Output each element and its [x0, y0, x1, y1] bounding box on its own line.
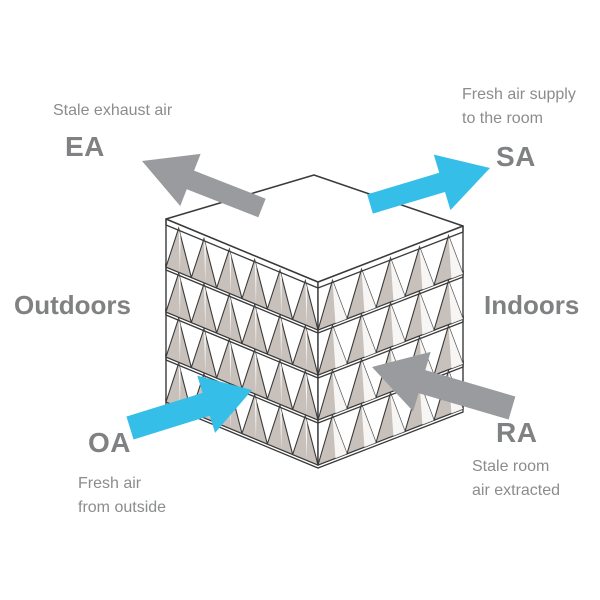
corrugation-highlight [305, 280, 308, 326]
oa-label: OA [88, 427, 131, 458]
corrugation-highlight [178, 318, 181, 363]
sa-arrow [367, 154, 490, 214]
corrugation-triangle [241, 257, 269, 310]
corrugation-highlight [419, 291, 434, 335]
corrugation-highlight [229, 249, 232, 294]
corrugation-triangle [291, 278, 319, 331]
corrugation-triangle [266, 358, 294, 411]
oa-description-line-1: Fresh air [78, 475, 142, 492]
corrugation-triangle [291, 368, 319, 421]
corrugation-triangle [241, 347, 269, 400]
indoors-label: Indoors [484, 290, 580, 320]
corrugation-highlight [178, 228, 181, 273]
corrugation-triangle [215, 337, 243, 390]
corrugation-triangle [190, 326, 218, 379]
corrugation-highlight [390, 303, 405, 346]
ra-arrow [372, 351, 516, 420]
corrugation-highlight [390, 258, 405, 301]
plate-stack [165, 174, 464, 469]
corrugation-triangle [241, 392, 269, 445]
corrugation-highlight [419, 246, 434, 290]
corrugation-triangle [165, 316, 193, 369]
plate-edge [165, 309, 464, 379]
corrugation-highlight [254, 394, 257, 440]
plate-edge [165, 264, 464, 334]
corrugation-triangle [291, 413, 319, 466]
corrugation-highlight [361, 314, 376, 358]
sa-description-line-1: Fresh air supply [462, 86, 576, 103]
oa-arrow [126, 375, 252, 440]
corrugation-triangle [165, 271, 193, 324]
oa-description: Fresh air from outside [78, 472, 166, 520]
ra-description-line-1: Stale room [472, 458, 550, 475]
corrugation-triangle [215, 292, 243, 345]
ra-description: Stale room air extracted [472, 455, 560, 503]
corrugation-highlight [361, 269, 376, 313]
corrugation-triangle [165, 226, 193, 279]
corrugation-highlight [332, 415, 347, 459]
corrugation-highlight [178, 363, 181, 408]
corrugation-triangle [266, 403, 294, 456]
corrugation-highlight [332, 280, 347, 324]
corrugation-highlight [280, 360, 282, 405]
corrugation-highlight [254, 304, 257, 350]
corrugation-triangle [190, 236, 218, 289]
corrugation-highlight [204, 328, 206, 374]
corrugation-highlight [305, 370, 308, 416]
plate-edge [165, 219, 464, 289]
ea-label: EA [65, 131, 105, 162]
corrugation-triangle [291, 323, 319, 376]
sa-description: Fresh air supply to the room [462, 83, 576, 131]
corrugation-highlight [280, 270, 282, 315]
sa-label: SA [496, 141, 536, 172]
corrugation-highlight [448, 325, 463, 369]
airflow-arrows [126, 153, 516, 440]
corrugation-highlight [305, 415, 308, 461]
corrugation-triangle [190, 281, 218, 334]
corrugation-highlight [390, 393, 405, 436]
corrugation-highlight [280, 315, 282, 360]
corrugation-highlight [254, 349, 257, 395]
plate-edge [165, 354, 464, 424]
corrugation-triangle [241, 302, 269, 355]
corrugation-highlight [361, 359, 376, 403]
corrugation-highlight [361, 404, 376, 448]
corrugation-highlight [204, 283, 206, 329]
ea-description-line: Stale exhaust air [53, 102, 173, 119]
corrugation-highlight [229, 339, 232, 384]
corrugation-triangle [215, 247, 243, 300]
corrugation-highlight [448, 235, 463, 279]
ra-label: RA [496, 417, 538, 448]
corrugation-triangle [266, 268, 294, 321]
ra-description-line-2: air extracted [472, 482, 561, 499]
sa-description-line-2: to the room [462, 110, 543, 127]
corrugation-highlight [178, 273, 181, 318]
outdoors-label: Outdoors [14, 290, 131, 320]
oa-description-line-2: from outside [78, 499, 167, 516]
corrugation-triangle [266, 313, 294, 366]
plate-edge-bottom [165, 399, 464, 469]
ea-arrow [142, 153, 266, 218]
corrugation-highlight [280, 405, 282, 450]
corrugation-highlight [332, 325, 347, 369]
corrugation-highlight [448, 280, 463, 324]
corrugation-highlight [204, 238, 206, 284]
corrugation-highlight [305, 325, 308, 371]
corrugation-highlight [229, 294, 232, 339]
corrugation-highlight [254, 259, 257, 305]
ea-description: Stale exhaust air [53, 99, 172, 123]
corrugation-highlight [332, 370, 347, 414]
